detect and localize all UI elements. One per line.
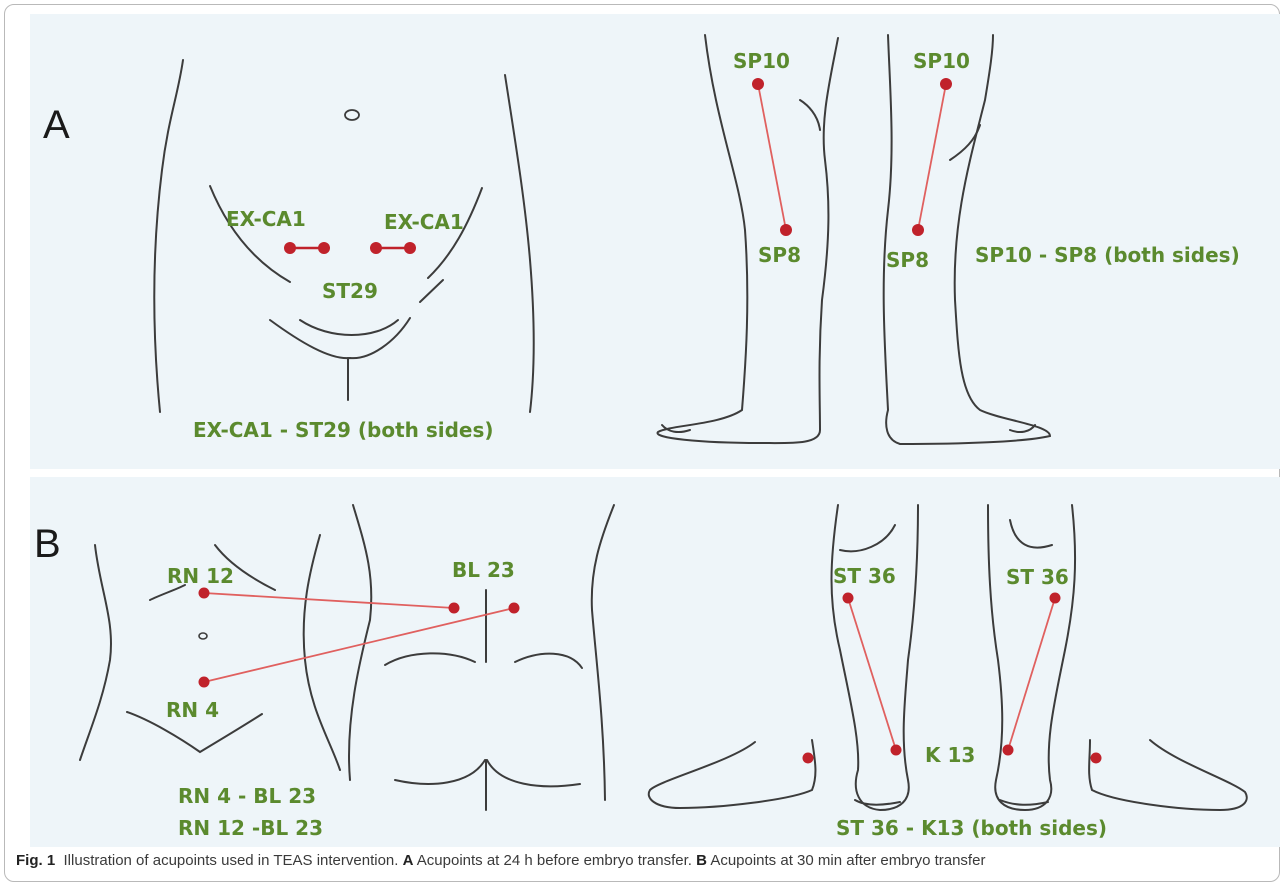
rn12-dot xyxy=(199,588,210,599)
figure-caption: Fig. 1 Illustration of acupoints used in… xyxy=(16,852,1278,869)
figure-caption-b-letter: B xyxy=(696,852,707,869)
sp10-left-dot xyxy=(752,78,764,90)
k13-left-dot xyxy=(891,745,902,756)
st36-left-label: ST 36 xyxy=(833,564,896,588)
torso-back-outline xyxy=(349,505,614,810)
rn12-label: RN 12 xyxy=(167,564,234,588)
sp10-left-label: SP10 xyxy=(733,49,790,73)
rn4-label: RN 4 xyxy=(166,698,219,722)
st36-right-dot xyxy=(1050,593,1061,604)
st36-right-label: ST 36 xyxy=(1006,565,1069,589)
abdomen-outline xyxy=(154,60,534,412)
figure-caption-a-letter: A xyxy=(403,852,414,869)
ex-ca1-right-dot-outer xyxy=(404,242,416,254)
ankle-right-dot xyxy=(1091,753,1102,764)
abdomen-caption: EX-CA1 - ST29 (both sides) xyxy=(193,418,494,442)
bl23-left-dot xyxy=(449,603,460,614)
ankle-left-dot xyxy=(803,753,814,764)
sp8-left-dot xyxy=(780,224,792,236)
ex-ca1-right-dot-inner xyxy=(370,242,382,254)
sp8-right-label: SP8 xyxy=(886,248,929,272)
legs-front-outline-a xyxy=(657,35,1050,444)
ex-ca1-left-label: EX-CA1 xyxy=(226,207,306,231)
k13-right-dot xyxy=(1003,745,1014,756)
figure-caption-text: Illustration of acupoints used in TEAS i… xyxy=(64,852,399,869)
torso-caption-line1: RN 4 - BL 23 xyxy=(178,784,316,808)
rn4-dot xyxy=(199,677,210,688)
k13-label: K 13 xyxy=(925,743,975,767)
figure-caption-label: Fig. 1 xyxy=(16,852,55,869)
torso-caption-line2: RN 12 -BL 23 xyxy=(178,816,323,840)
sp8-right-dot xyxy=(912,224,924,236)
ex-ca1-right-label: EX-CA1 xyxy=(384,210,464,234)
legs-b-caption: ST 36 - K13 (both sides) xyxy=(836,816,1107,840)
panel-b-letter: B xyxy=(34,522,61,566)
bl23-label: BL 23 xyxy=(452,558,515,582)
ex-ca1-left-dot-outer xyxy=(284,242,296,254)
sp8-left-label: SP8 xyxy=(758,243,801,267)
sp10-right-label: SP10 xyxy=(913,49,970,73)
sp10-right-dot xyxy=(940,78,952,90)
st36-left-dot xyxy=(843,593,854,604)
navel-icon xyxy=(345,110,359,120)
bl23-right-dot xyxy=(509,603,520,614)
figure-caption-b-text: Acupoints at 30 min after embryo transfe… xyxy=(710,852,985,869)
legs-a-caption: SP10 - SP8 (both sides) xyxy=(975,243,1240,267)
st29-label: ST29 xyxy=(322,279,378,303)
navel-icon-b xyxy=(199,633,207,639)
ex-ca1-left-dot-inner xyxy=(318,242,330,254)
connection-lines xyxy=(204,84,1055,750)
panel-a-letter: A xyxy=(43,103,70,147)
figure-caption-a-text: Acupoints at 24 h before embryo transfer… xyxy=(417,852,692,869)
